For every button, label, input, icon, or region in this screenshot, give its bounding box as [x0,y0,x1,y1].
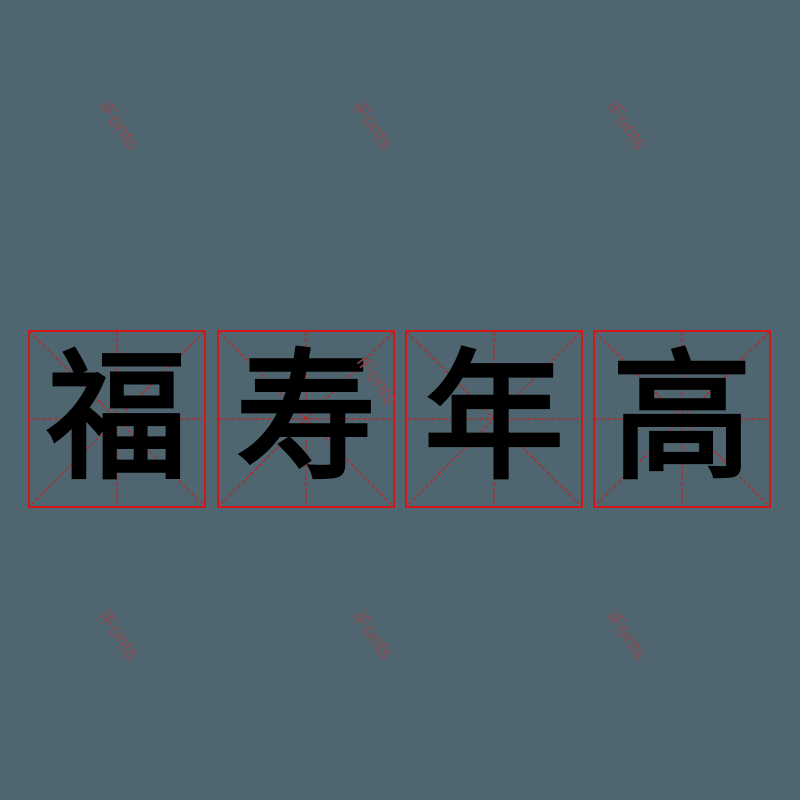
character-glyph: 福 [46,337,187,500]
character-glyph: 年 [423,337,564,500]
watermark-text: iFonts [93,97,144,155]
mi-grid-guides [219,332,393,506]
mi-grid-guides [595,332,769,506]
character-grid-box-1: 福 [28,330,206,508]
character-grid-box-4: 高 [593,330,771,508]
watermark-text: iFonts [601,607,652,665]
character-grid-box-2: 寿 [217,330,395,508]
character-grid-box-3: 年 [405,330,583,508]
watermark-text: iFonts [347,97,398,155]
watermark-text: iFonts [601,97,652,155]
character-glyph: 高 [611,337,752,500]
watermark-text: iFonts [93,607,144,665]
mi-grid-guides [30,332,204,506]
mi-grid-guides [407,332,581,506]
watermark-text: iFonts [347,607,398,665]
character-glyph: 寿 [235,337,376,500]
